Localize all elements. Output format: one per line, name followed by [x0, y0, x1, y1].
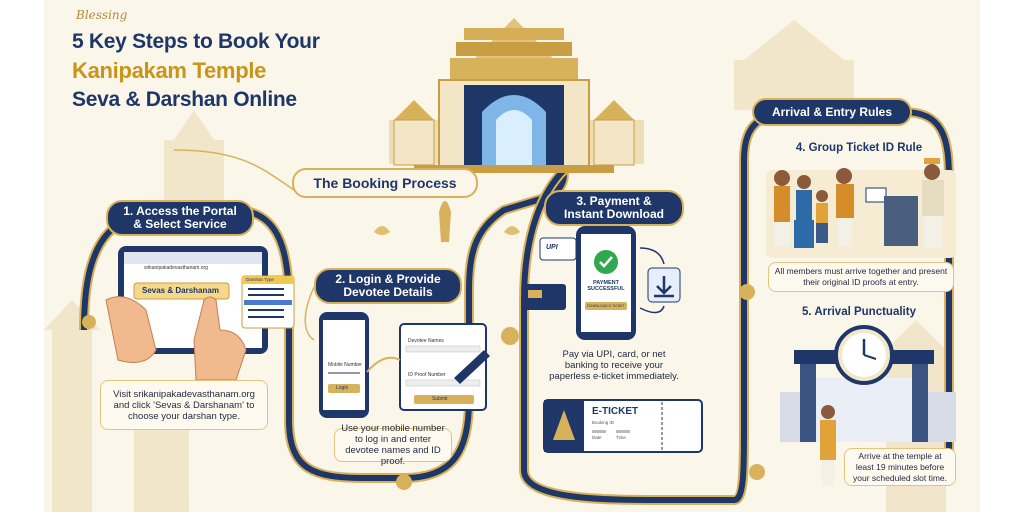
payment-status-text: PAYMENT SUCCESSFUL — [587, 280, 625, 292]
process-label: The Booking Process — [292, 168, 478, 198]
step1-title: 1. Access the Portal & Select Service — [106, 200, 254, 236]
laptop-illustration — [105, 246, 295, 381]
download-ticket-button[interactable]: DOWNLOAD E-TICKET — [587, 304, 625, 308]
upi-icon: UPI — [546, 244, 558, 251]
illustration-layer — [44, 18, 956, 512]
step2-note: Use your mobile number to log in and ent… — [334, 423, 452, 467]
group-ticket-illustration — [766, 158, 956, 258]
rule4-title: 4. Group Ticket ID Rule — [795, 142, 923, 154]
step1-cta-button[interactable]: Sevas & Darshanam — [142, 286, 219, 295]
page-title-line3: Seva & Darshan Online — [72, 88, 297, 111]
rule5-title: 5. Arrival Punctuality — [802, 306, 916, 318]
path-navy-right — [521, 109, 952, 503]
e-ticket-booking-id: Booking ID — [592, 420, 615, 425]
page-title-line2: Kanipakam Temple — [72, 58, 267, 83]
brand-logo: Blessing — [76, 8, 128, 22]
step2-title: 2. Login & Provide Devotee Details — [314, 268, 462, 304]
payment-illustration — [524, 226, 681, 340]
e-ticket-date: Date — [592, 435, 602, 440]
central-temple-illustration — [389, 18, 644, 173]
page-title-line1: 5 Key Steps to Book Your — [72, 30, 320, 53]
rule5-note: Arrive at the temple at least 19 minutes… — [844, 448, 956, 486]
step2-form-title: Devotee Names — [408, 338, 444, 344]
step1-note: Visit srikanipakadevasthanam.org and cli… — [100, 380, 268, 430]
infographic-poster: Blessing 5 Key Steps to Book Your Kanipa… — [44, 0, 980, 512]
step2-login-button[interactable]: Login — [336, 385, 349, 391]
lotus-decor-icons — [374, 201, 520, 242]
step2-submit-button[interactable]: Submit — [432, 396, 448, 402]
rule4-note: All members must arrive together and pre… — [768, 262, 954, 292]
divider-line — [173, 149, 464, 191]
step3-note: Pay via UPI, card, or net banking to rec… — [549, 348, 679, 382]
step1-url: srikanipakadevasthanam.org — [144, 265, 208, 271]
login-illustration — [319, 312, 490, 418]
step3-title: 3. Payment & Instant Download — [544, 190, 684, 226]
e-ticket-illustration — [543, 399, 703, 453]
arrival-section-title: Arrival & Entry Rules — [752, 98, 912, 126]
step2-phone-label: Mobile Number — [328, 362, 362, 368]
step2-form-field-label: ID Proof Number — [408, 372, 446, 378]
e-ticket-label: E-TICKET — [592, 406, 639, 417]
path-medallions — [82, 284, 765, 490]
step1-dropdown-title[interactable]: Darshan Type — [246, 277, 274, 282]
e-ticket-time: Time — [616, 435, 626, 440]
arrival-gate-illustration — [780, 325, 956, 486]
